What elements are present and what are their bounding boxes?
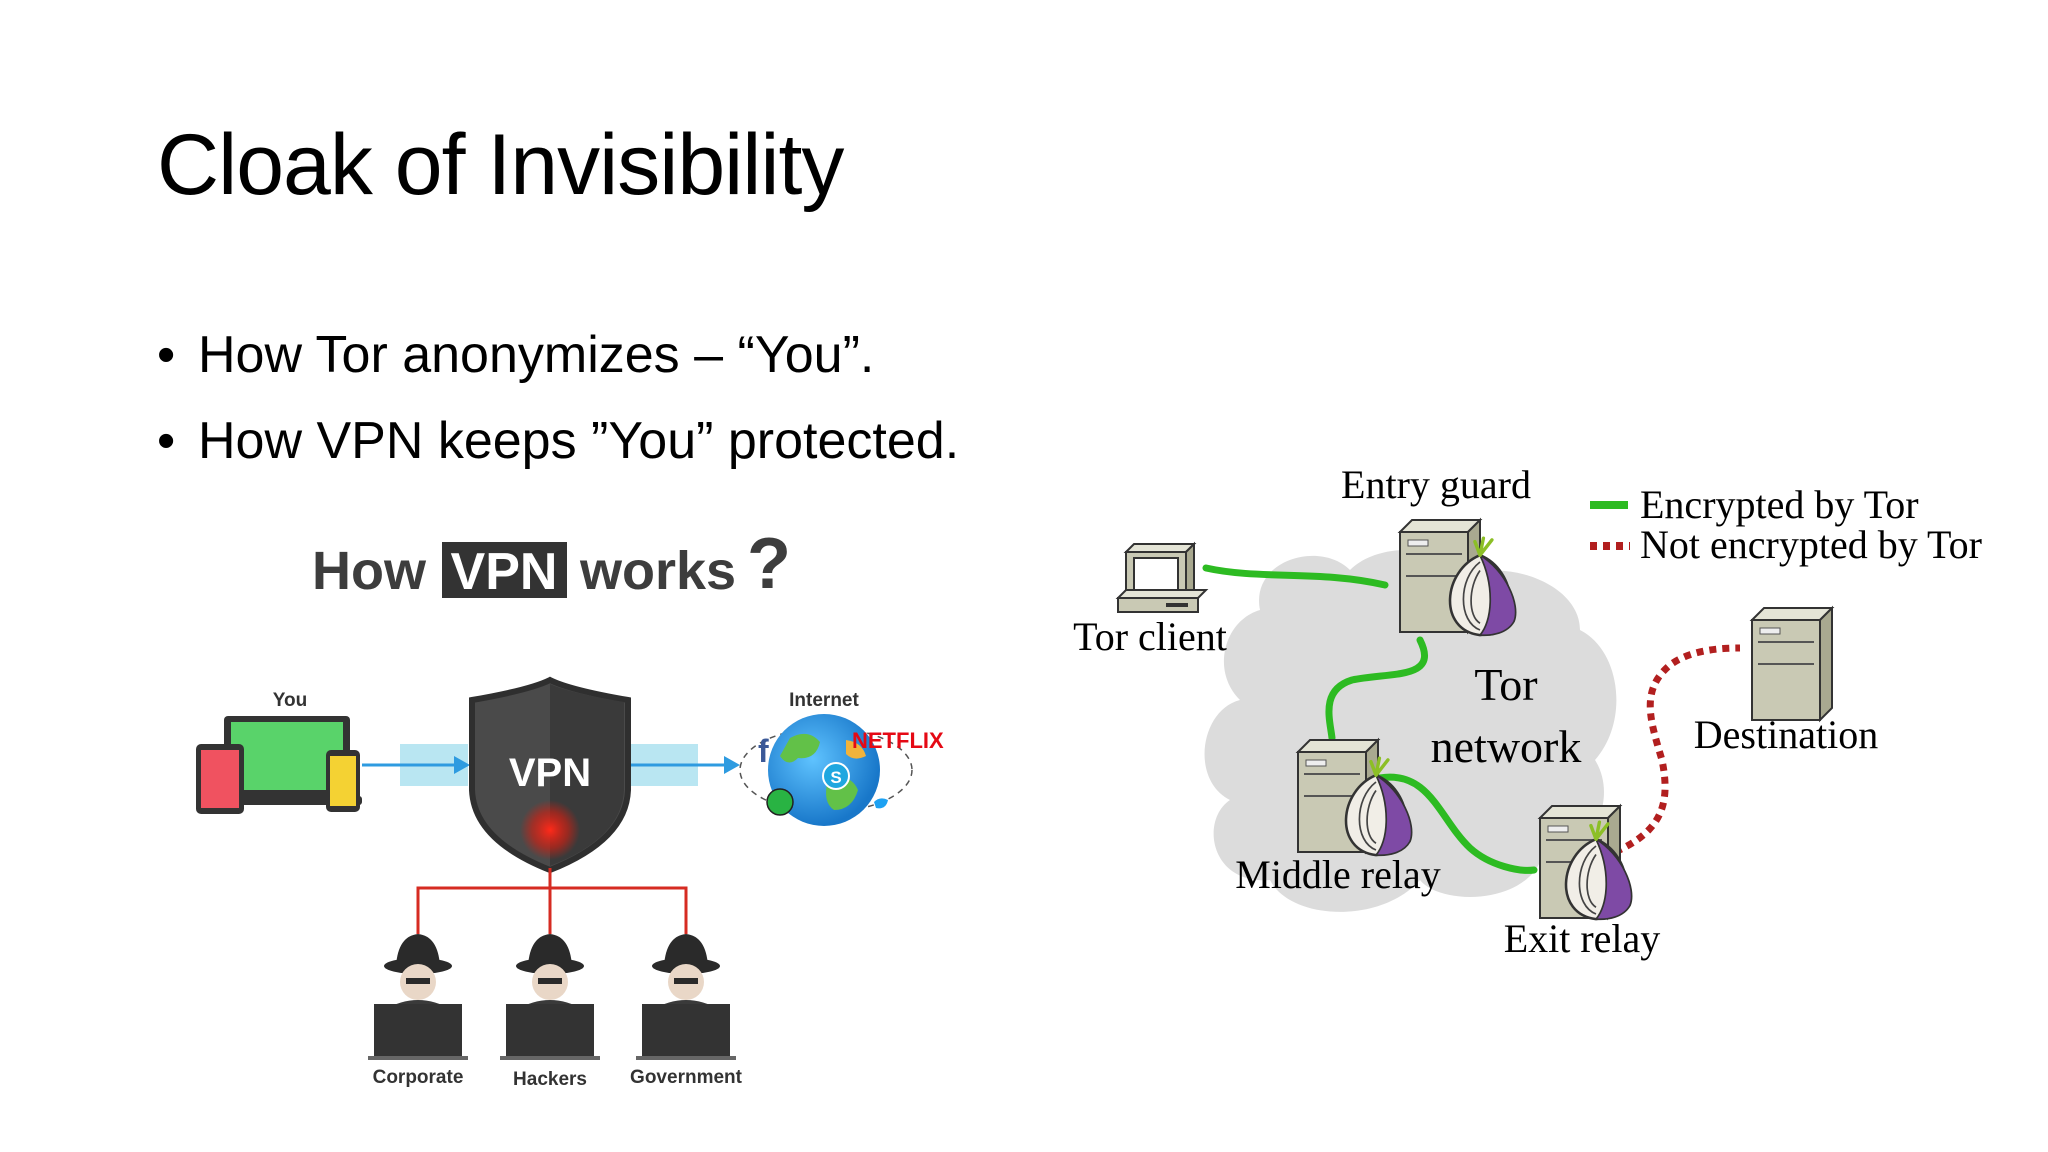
bullet-item: • How Tor anonymizes – “You”.: [157, 312, 959, 398]
tor-client-label: Tor client: [1073, 614, 1227, 659]
arrow-vpn-to-internet: [630, 744, 740, 786]
you-label: You: [273, 690, 307, 711]
tor-network-label-1: Tor: [1474, 659, 1537, 710]
arrow-you-to-vpn: [362, 744, 470, 786]
destination-label: Destination: [1694, 712, 1878, 757]
bullet-dot-icon: •: [157, 412, 176, 470]
facebook-icon: f: [758, 733, 769, 769]
vpn-heading-works: works: [579, 541, 736, 601]
entry-guard-server-icon: [1399, 519, 1518, 637]
destination-server-icon: [1751, 607, 1833, 721]
threat-label-government: Government: [630, 1067, 743, 1088]
tor-legend: Encrypted by Tor Not encrypted by Tor: [1590, 482, 1982, 567]
tor-link-client-entry: [1202, 564, 1389, 589]
vpn-shield-icon: VPN: [469, 676, 631, 874]
skype-glyph: S: [830, 768, 841, 787]
bullet-text: How VPN keeps ”You” protected.: [198, 412, 960, 470]
exit-relay-label: Exit relay: [1504, 916, 1661, 961]
tor-client-computer-icon: [1115, 541, 1209, 613]
tor-link-middle-exit: [1376, 773, 1538, 874]
exit-relay-server-icon: [1539, 805, 1634, 921]
bullet-list: • How Tor anonymizes – “You”. • How VPN ke…: [157, 312, 959, 484]
threat-government: Government: [630, 934, 743, 1088]
vpn-heading-box: [442, 542, 567, 598]
entry-guard-label: Entry guard: [1341, 462, 1531, 507]
threat-corporate: Corporate: [368, 934, 468, 1088]
devices-icon: You: [196, 690, 362, 814]
bullet-item: • How VPN keeps ”You” protected.: [157, 398, 959, 484]
legend-not-encrypted-label: Not encrypted by Tor: [1640, 522, 1982, 567]
internet-globe-icon: Internet f S NETFLIX: [739, 690, 944, 826]
threat-label-hackers: Hackers: [513, 1069, 587, 1090]
middle-relay-label: Middle relay: [1235, 852, 1441, 897]
threat-hackers: Hackers: [500, 934, 600, 1090]
tor-link-entry-middle: [1325, 636, 1429, 742]
bullet-text: How Tor anonymizes – “You”.: [198, 326, 875, 384]
vpn-heading-vpn: VPN: [451, 543, 558, 601]
legend-encrypted-label: Encrypted by Tor: [1640, 482, 1919, 527]
whatsapp-icon: [766, 788, 794, 816]
tor-network-label-2: network: [1431, 721, 1582, 772]
vpn-branch-lines: [416, 868, 688, 934]
vpn-shield-label: VPN: [509, 751, 591, 795]
netflix-logo: NETFLIX: [852, 728, 944, 753]
vpn-heading-question: ?: [747, 524, 791, 604]
vpn-heading-how: How: [312, 541, 427, 601]
bullet-dot-icon: •: [157, 326, 176, 384]
tor-link-exit-destination: [1613, 644, 1741, 856]
slide-title: Cloak of Invisibility: [157, 117, 844, 213]
internet-label: Internet: [789, 690, 859, 711]
twitter-icon: [874, 798, 888, 809]
threat-label-corporate: Corporate: [373, 1067, 464, 1088]
vpn-heading: How VPN works ?: [312, 524, 791, 604]
skype-icon: [822, 762, 850, 790]
